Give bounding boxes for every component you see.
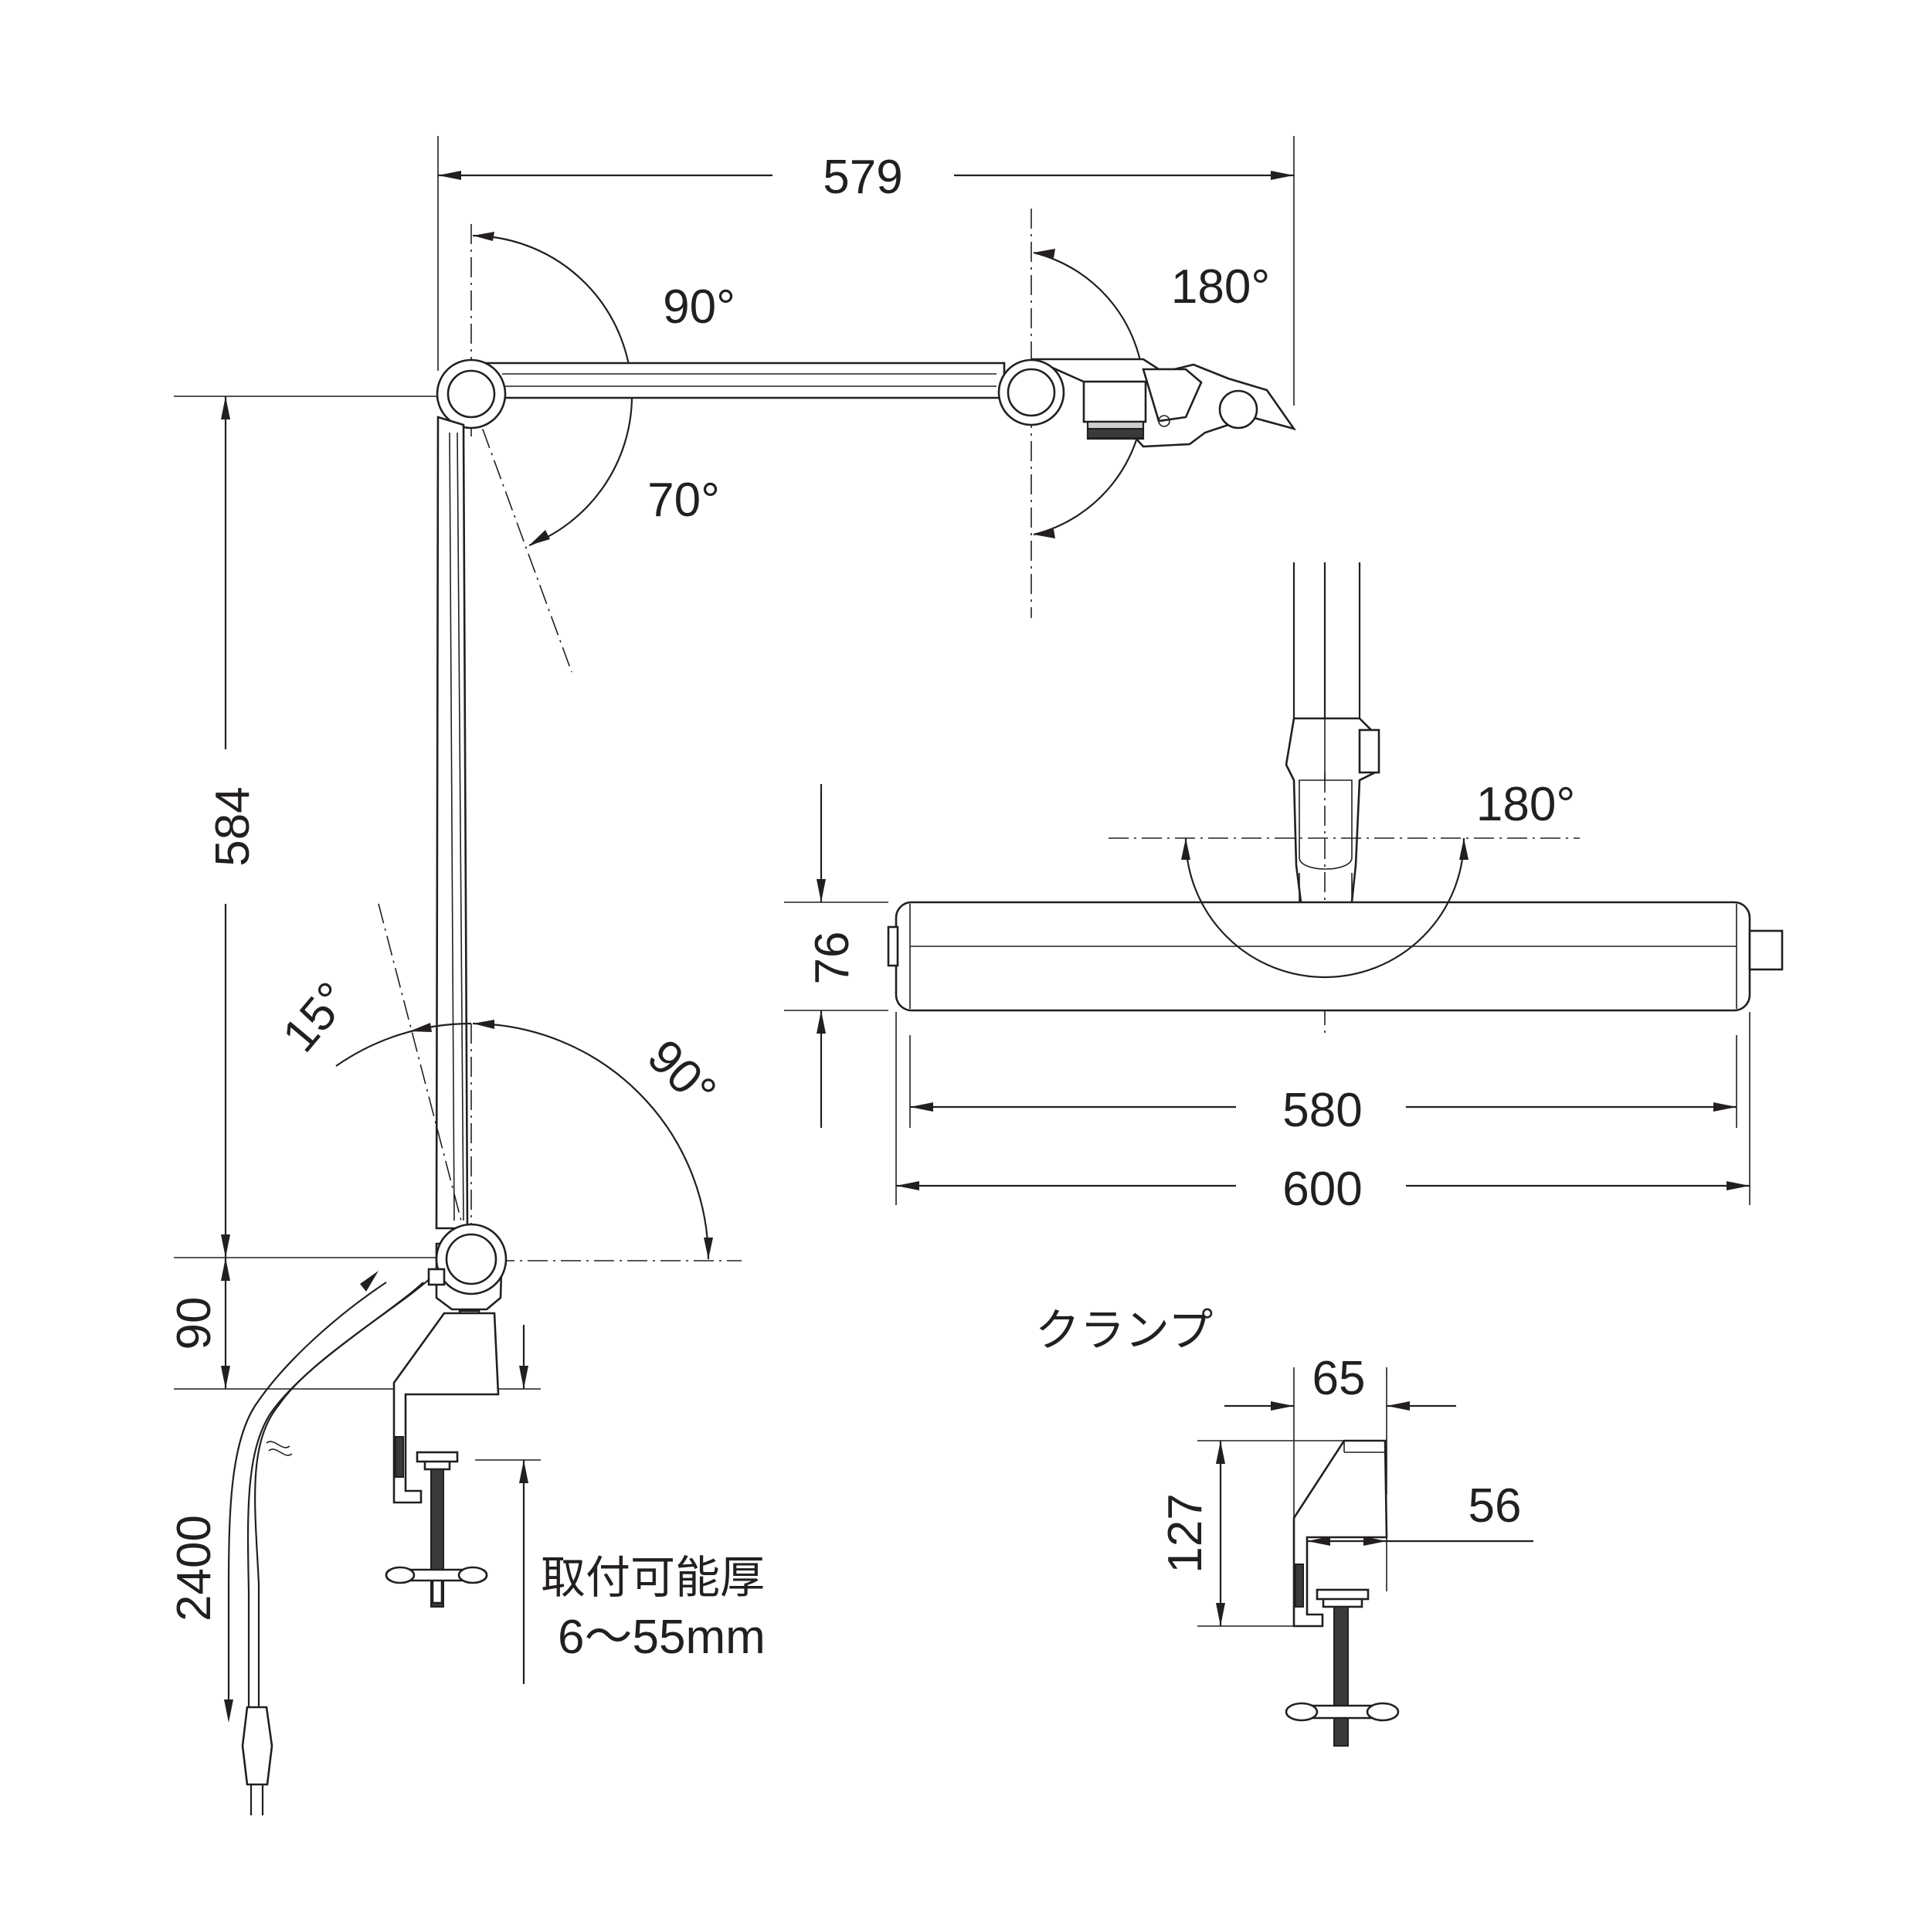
angle-upper-joint-up: 90° (472, 232, 735, 397)
dim-arm-reach: 579 (438, 151, 1294, 204)
dim-clamp-capacity: 取付可能厚 6〜55mm (475, 1325, 766, 1684)
upper-joint-down-label: 70° (647, 474, 720, 527)
dim-clamp-height: 127 (1159, 1440, 1344, 1627)
base-height-label: 90 (168, 1297, 221, 1350)
power-cord (241, 1268, 446, 1815)
dim-height: 584 (174, 396, 438, 1258)
dim-clamp-depth: 56 (1307, 1479, 1533, 1546)
head-tilt-label: 180° (1171, 260, 1270, 314)
head-front (887, 901, 1784, 1012)
angle-lower-joint: 15° 90° (273, 973, 726, 1260)
cord-length-label: 2400 (168, 1515, 221, 1621)
upper-joint (436, 358, 507, 430)
height-label: 584 (206, 786, 260, 866)
clamp-main (385, 1312, 500, 1608)
lower-joint-back-label: 15° (273, 973, 360, 1062)
vertical-arm (435, 416, 469, 1230)
angle-upper-joint-down: 70° (528, 397, 720, 547)
capacity-label: 取付可能厚 (541, 1551, 765, 1604)
clamp-width-label: 65 (1312, 1352, 1366, 1405)
head-depth-label: 76 (806, 932, 859, 985)
dim-head-depth: 76 (784, 784, 888, 1128)
head-inner-width-label: 580 (1282, 1084, 1362, 1137)
head-width-label: 600 (1282, 1163, 1362, 1216)
clamp-detail: クランプ 65 127 (1035, 1304, 1533, 1747)
capacity-range: 6〜55mm (558, 1611, 766, 1664)
arm-reach-label: 579 (823, 151, 902, 204)
dim-clamp-width: 65 (1224, 1352, 1456, 1411)
horizontal-arm (470, 362, 1006, 399)
upper-joint-up-label: 90° (663, 280, 735, 334)
dim-cord-length: 2400 (168, 1271, 387, 1723)
front-view: 180° 76 580 600 (784, 562, 1784, 1216)
clamp-height-label: 127 (1159, 1493, 1212, 1573)
angle-head-rotation: 180° (1181, 778, 1575, 979)
head-side (997, 358, 1297, 448)
dim-head-inner-width: 580 (910, 1084, 1737, 1137)
dim-head-width: 600 (896, 1163, 1750, 1216)
clamp-title: クランプ (1035, 1304, 1213, 1356)
head-rotation-label: 180° (1476, 778, 1575, 831)
dim-base-height: 90 (168, 1257, 436, 1390)
angle-head-tilt: 180° (1033, 249, 1270, 538)
clamp-depth-label: 56 (1469, 1479, 1522, 1533)
side-view: 579 90° 70° 180° (168, 136, 1297, 1815)
